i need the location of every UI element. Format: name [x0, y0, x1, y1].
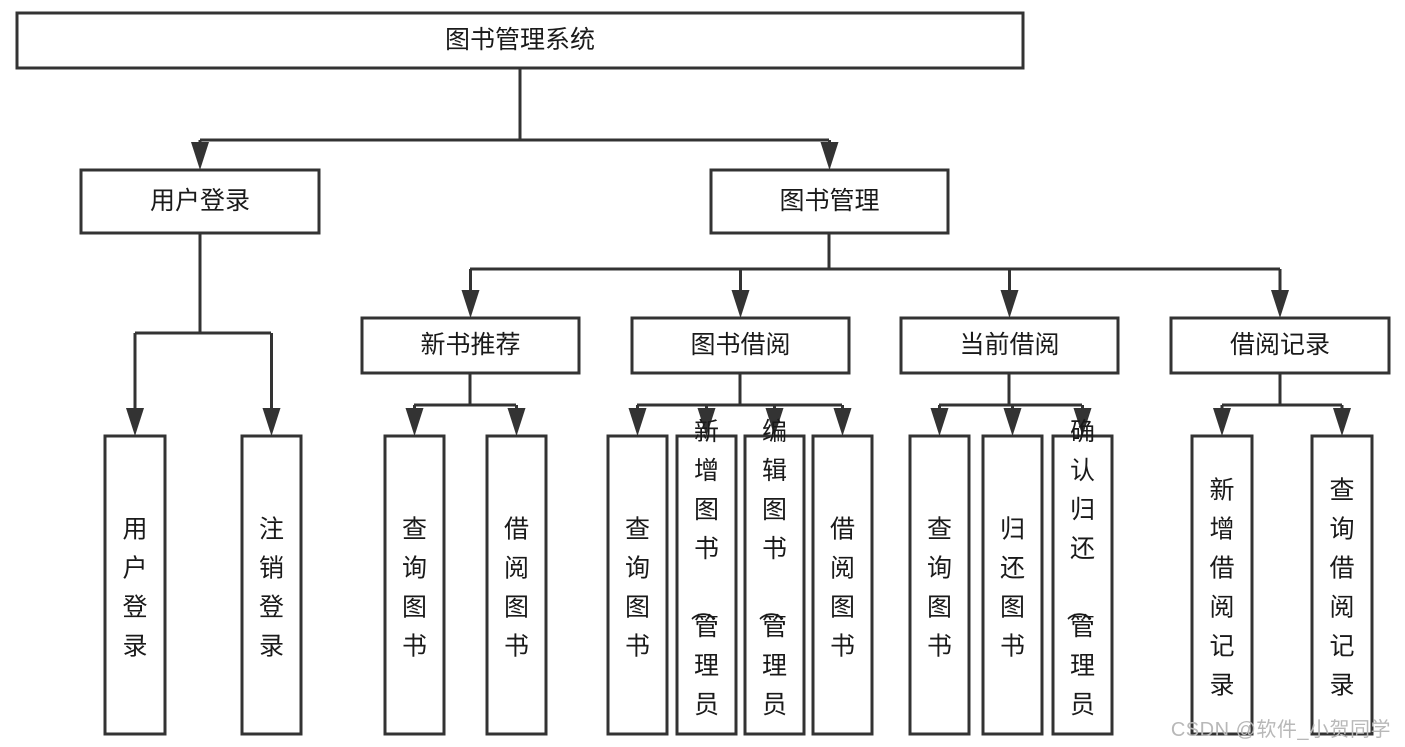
arrowhead-icon [126, 408, 144, 436]
node-user-login[interactable] [79, 168, 321, 235]
node-current-borrow[interactable] [899, 316, 1120, 375]
node-leaf-return-book-label: 归还图书 [1000, 515, 1025, 660]
node-leaf-user-logout[interactable] [240, 434, 303, 736]
node-leaf-confirm-return-label: 确认归还（管理员） [1064, 418, 1095, 747]
node-book-manage-label: 图书管理 [779, 187, 879, 215]
arrowhead-icon [1271, 290, 1289, 318]
arrowhead-icon [191, 142, 209, 170]
node-leaf-user-logout-label: 注销登录 [259, 515, 284, 660]
node-leaf-add-record[interactable] [1190, 434, 1254, 736]
node-leaf-return-book[interactable] [981, 434, 1044, 736]
node-current-borrow-label: 当前借阅 [959, 331, 1059, 359]
node-leaf-query-book-2[interactable] [606, 434, 669, 736]
arrowhead-icon [1003, 408, 1022, 436]
node-leaf-borrow-book-1[interactable] [485, 434, 548, 736]
node-leaf-borrow-book-2[interactable] [811, 434, 874, 736]
arrowhead-icon [262, 408, 281, 436]
node-user-login-label: 用户登录 [150, 187, 250, 215]
node-leaf-user-login[interactable] [103, 434, 167, 736]
node-leaf-query-book-2-label: 查询图书 [625, 515, 650, 660]
node-leaf-query-book-3[interactable] [908, 434, 971, 736]
node-book-borrow[interactable] [630, 316, 851, 375]
node-root[interactable] [15, 11, 1025, 70]
arrowhead-icon [1213, 408, 1231, 436]
labels-layer: 图书管理系统用户登录图书管理新书推荐图书借阅当前借阅借阅记录用户登录注销登录查询… [122, 26, 1354, 747]
node-leaf-edit-book-label: 编辑图书（管理员） [756, 418, 787, 747]
node-leaf-edit-book[interactable] [743, 434, 806, 736]
node-new-book-recommend[interactable] [360, 316, 581, 375]
arrowhead-icon [930, 408, 949, 436]
node-leaf-add-book-label: 新增图书（管理员） [688, 418, 719, 747]
arrowhead-icon [765, 408, 784, 436]
node-leaf-borrow-book-2-label: 借阅图书 [830, 515, 855, 660]
node-leaf-borrow-book-1-label: 借阅图书 [504, 515, 529, 660]
node-leaf-add-book[interactable] [675, 434, 738, 736]
arrowhead-icon [731, 290, 750, 318]
arrowhead-icon [461, 290, 480, 318]
boxes-layer [15, 11, 1391, 736]
node-leaf-query-book-3-label: 查询图书 [927, 515, 952, 660]
node-book-manage[interactable] [709, 168, 950, 235]
node-leaf-confirm-return[interactable] [1051, 434, 1114, 736]
arrowhead-icon [833, 408, 852, 436]
watermark-text: CSDN @软件_小贺同学 [1170, 719, 1391, 741]
arrowhead-icon [1333, 408, 1351, 436]
node-new-book-recommend-label: 新书推荐 [420, 331, 520, 359]
node-borrow-record[interactable] [1169, 316, 1391, 375]
arrowhead-icon [405, 408, 424, 436]
arrowhead-icon [697, 408, 716, 436]
arrowhead-icon [1073, 408, 1092, 436]
connectors-layer [126, 68, 1351, 436]
node-borrow-record-label: 借阅记录 [1230, 331, 1330, 359]
arrowhead-icon [820, 142, 839, 170]
arrowhead-icon [628, 408, 647, 436]
node-leaf-user-login-label: 用户登录 [122, 515, 147, 660]
node-leaf-add-record-label: 新增借阅记录 [1209, 476, 1234, 699]
node-root-label: 图书管理系统 [445, 26, 595, 54]
arrowhead-icon [1000, 290, 1019, 318]
node-book-borrow-label: 图书借阅 [690, 331, 790, 359]
node-leaf-query-book-1-label: 查询图书 [402, 515, 427, 660]
node-leaf-query-book-1[interactable] [383, 434, 446, 736]
node-leaf-query-record-label: 查询借阅记录 [1329, 476, 1354, 699]
arrowhead-icon [507, 408, 526, 436]
node-leaf-query-record[interactable] [1310, 434, 1374, 736]
